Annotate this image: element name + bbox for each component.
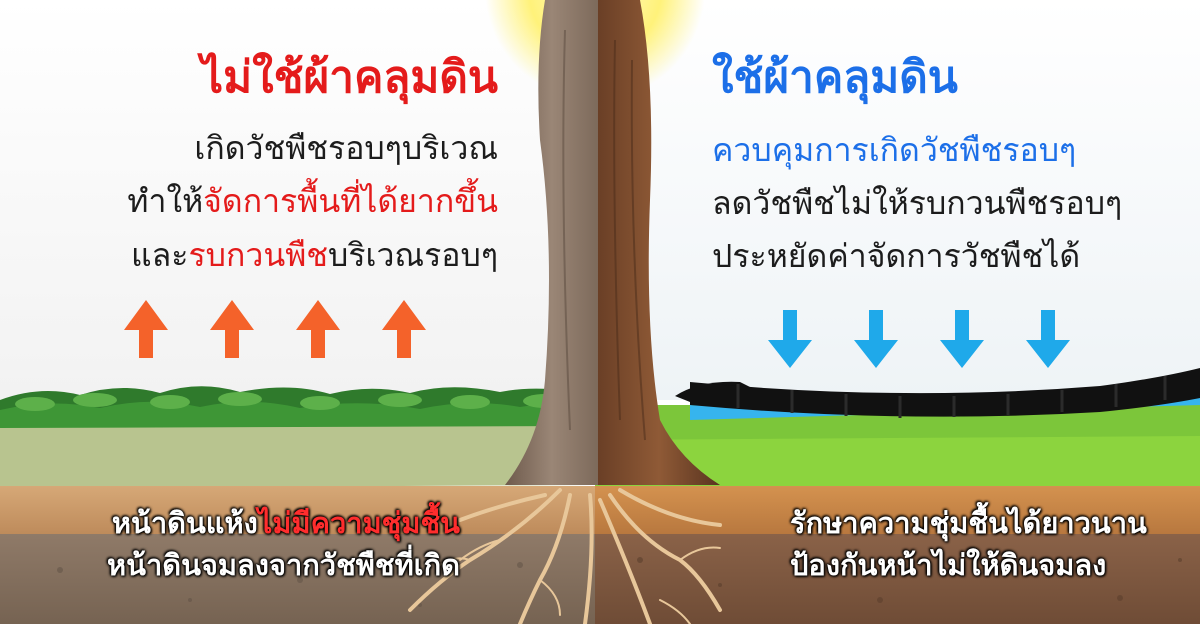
left-line-2: ทำให้จัดการพื้นที่ได้ยากขึ้น (127, 183, 498, 219)
right-line-3: ประหยัดค่าจัดการวัชพืชได้ (712, 238, 1081, 274)
arrow-up-3 (296, 300, 340, 358)
left-line-1: เกิดวัชพืชรอบๆบริเวณ (194, 130, 498, 166)
arrow-up-4 (382, 300, 426, 358)
weed-leaves (15, 392, 567, 411)
heading-with-cover: ใช้ผ้าคลุมดิน (712, 53, 958, 102)
up-arrows (124, 300, 426, 358)
deep-soil-right (595, 534, 1200, 624)
right-line-2: ลดวัชพืชไม่ให้รบกวนพืชรอบๆ (712, 185, 1123, 221)
topsoil-right (595, 486, 1200, 536)
left-ground-line-2: หน้าดินจมลงจากวัชพืชที่เกิด (107, 550, 460, 582)
arrow-up-2 (210, 300, 254, 358)
heading-no-cover: ไม่ใช้ผ้าคลุมดิน (200, 53, 498, 102)
sky-right (595, 0, 1200, 400)
topsoil-left (0, 486, 595, 536)
arrow-up-1 (124, 300, 168, 358)
right-line-1: ควบคุมการเกิดวัชพืชรอบๆ (712, 132, 1077, 168)
arrow-down-4 (1026, 310, 1070, 368)
tree-trunk-left (505, 0, 598, 485)
tree-trunk-right (598, 0, 720, 485)
left-ground-line-1: หน้าดินแห้งไม่มีความชุ่มชื้น (111, 508, 460, 540)
left-line-3: และรบกวนพืชบริเวณรอบๆ (131, 237, 498, 273)
sky-left (0, 0, 595, 400)
right-ground-line-1: รักษาความชุ่มชื้นได้ยาวนาน (790, 508, 1147, 540)
arrow-down-1 (768, 310, 812, 368)
ground-cover-fabric (690, 368, 1200, 418)
down-arrows (768, 310, 1070, 368)
arrow-down-2 (854, 310, 898, 368)
right-ground-line-2: ป้องกันหน้าไม่ให้ดินจมลง (790, 550, 1107, 582)
arrow-down-3 (940, 310, 984, 368)
